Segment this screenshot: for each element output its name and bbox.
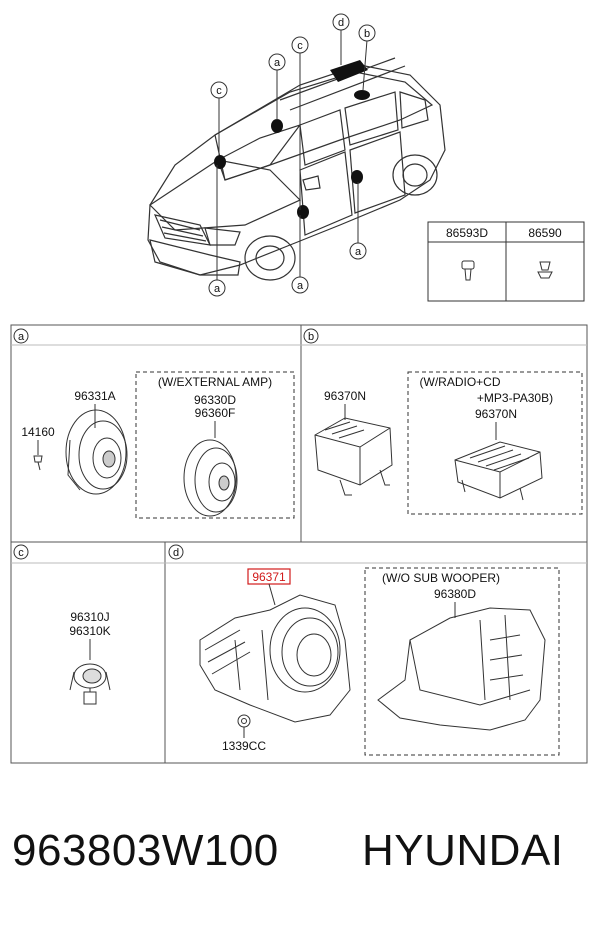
callout-label: a: [297, 280, 304, 292]
section-c: c 96310J 96310K: [13, 544, 111, 705]
section-b: b 96370N (W/RADIO+CD +MP3-PA30B) 96370N: [303, 328, 583, 515]
speaker-96330d-icon: [183, 439, 238, 517]
callout-label: c: [297, 40, 303, 52]
box-title-external-amp: (W/EXTERNAL AMP): [158, 375, 272, 389]
section-d: d 96371 1339CC (W/O SUB WOOPER) 96380D: [168, 544, 560, 756]
section-a: a 96331A 14160 (W/EXTERNAL AMP) 96330D 9…: [13, 328, 295, 519]
callout-label: b: [364, 28, 370, 40]
car-callouts: a c c d b a a a: [208, 13, 376, 297]
clip-86593d-icon: [461, 260, 475, 281]
cover-panel-icon: [377, 607, 546, 731]
part-label-96370n-alt: 96370N: [475, 407, 517, 421]
parts-grid: [10, 324, 588, 764]
callout-c-mid: c: [291, 36, 309, 54]
clip-col2-label: 86590: [528, 226, 562, 240]
speaker-markers: [214, 60, 370, 219]
section-tag: a: [18, 331, 25, 343]
callout-d: d: [332, 13, 350, 31]
box-title-radio-line1: (W/RADIO+CD: [420, 375, 501, 389]
part-label-96380d: 96380D: [434, 587, 476, 601]
part-label-96331a: 96331A: [74, 389, 115, 403]
footer-brand: HYUNDAI: [362, 826, 564, 875]
section-tag: d: [173, 547, 179, 559]
part-label-96310j: 96310J: [70, 610, 109, 624]
part-label-96370n: 96370N: [324, 389, 366, 403]
tweeter-icon: [69, 663, 111, 705]
part-label-96360f: 96360F: [195, 406, 236, 420]
callout-a-top: a: [268, 53, 286, 71]
part-label-1339cc: 1339CC: [222, 739, 266, 753]
part-label-96330d: 96330D: [194, 393, 236, 407]
clip-col1-label: 86593D: [446, 226, 488, 240]
callout-label: d: [338, 17, 344, 29]
leader-lines: [216, 30, 368, 280]
callout-a-door: a: [291, 276, 309, 294]
box-title-radio-line2: +MP3-PA30B): [477, 391, 553, 405]
callout-c-left: c: [210, 81, 228, 99]
callout-label: c: [216, 85, 222, 97]
amplifier-icon: [314, 417, 393, 496]
nut-icon: [237, 714, 251, 728]
callout-a-front: a: [208, 279, 226, 297]
callout-b: b: [358, 24, 376, 42]
subwoofer-icon: [199, 594, 351, 723]
part-label-14160: 14160: [21, 425, 55, 439]
callout-a-rear: a: [349, 242, 367, 260]
clip-86590-icon: [537, 261, 553, 279]
amplifier-alt-icon: [454, 441, 543, 501]
box-title-no-subwoofer: (W/O SUB WOOPER): [382, 571, 500, 585]
footer: 963803W100 HYUNDAI: [0, 826, 600, 896]
door-speaker-icon: [65, 409, 128, 495]
callout-label: a: [214, 283, 221, 295]
car-illustration: [147, 57, 446, 281]
section-tag: c: [18, 547, 24, 559]
part-label-96371: 96371: [252, 570, 286, 584]
section-tag: b: [308, 331, 314, 343]
clip-table: 86593D 86590: [427, 221, 585, 302]
callout-label: a: [355, 246, 362, 258]
callout-label: a: [274, 57, 281, 69]
screw-icon: [33, 455, 43, 471]
part-label-96310k: 96310K: [69, 624, 110, 638]
footer-part-number: 963803W100: [12, 826, 279, 875]
